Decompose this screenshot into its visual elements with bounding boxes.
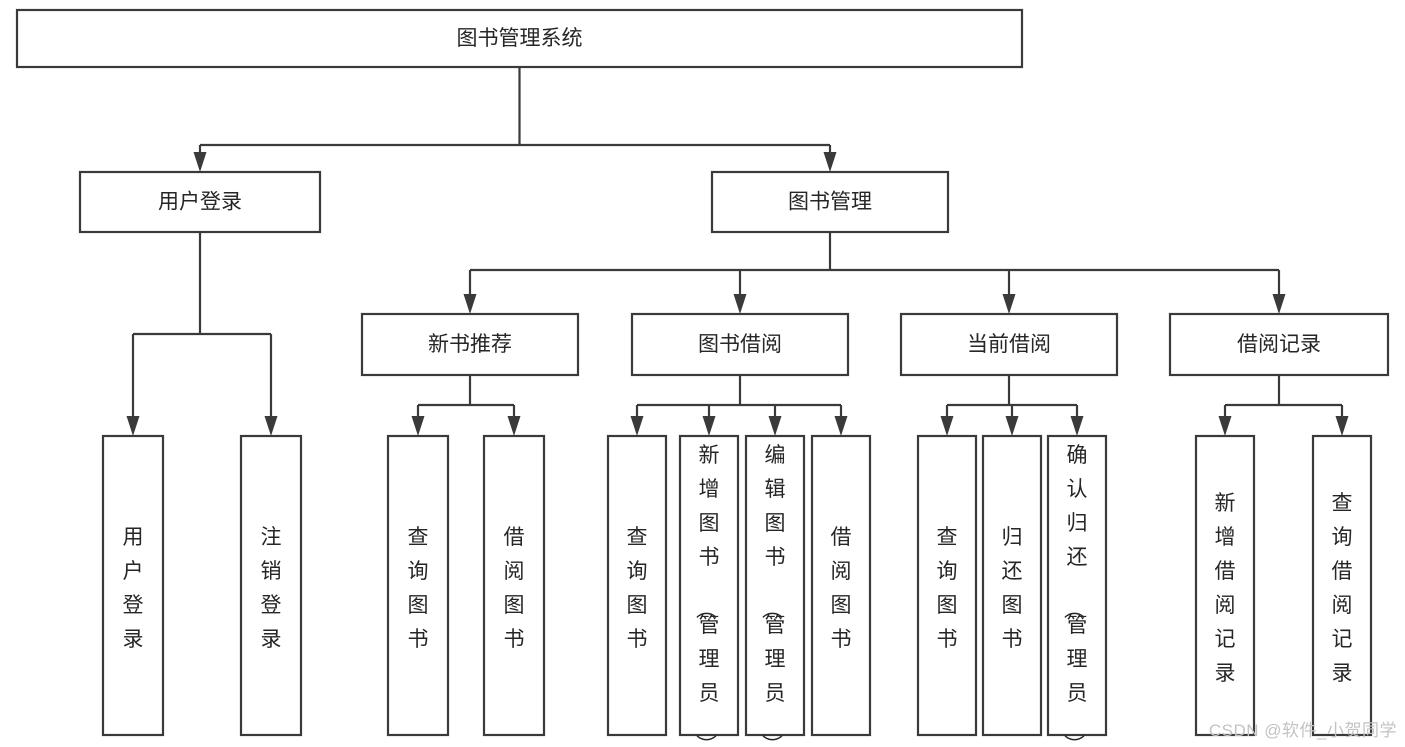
- node-box-newbook[interactable]: [360, 312, 580, 377]
- node-box-leaf-user-logout[interactable]: [239, 434, 303, 737]
- node-label-leaf-borrow-book: 借阅图书: [831, 526, 852, 651]
- watermark-label: CSDN @软件_小贺同学: [1208, 721, 1397, 740]
- node-root[interactable]: 图书管理系统: [15, 8, 1024, 69]
- node-box-root[interactable]: [15, 8, 1024, 69]
- node-label-root: 图书管理系统: [457, 27, 583, 50]
- node-label-leaf-borrow-book-new: 借阅图书: [504, 526, 525, 651]
- node-leaf-add-book[interactable]: 新增图书（管理员）: [678, 434, 740, 747]
- node-leaf-query-book-borrow[interactable]: 查询图书: [606, 434, 668, 737]
- edge-login-group: [126, 232, 278, 436]
- edge-root-group: [193, 67, 837, 172]
- node-box-leaf-borrow-book-new[interactable]: [482, 434, 546, 737]
- node-label-records: 借阅记录: [1237, 333, 1321, 356]
- node-box-borrow[interactable]: [630, 312, 850, 377]
- node-records[interactable]: 借阅记录: [1168, 312, 1390, 377]
- node-label-leaf-query-book-new: 查询图书: [408, 526, 429, 651]
- node-label-leaf-query-book-borrow: 查询图书: [627, 526, 648, 651]
- node-leaf-user-login[interactable]: 用户登录: [101, 434, 165, 737]
- node-label-login: 用户登录: [158, 191, 242, 214]
- node-box-leaf-return-book[interactable]: [981, 434, 1043, 737]
- node-label-leaf-query-record: 查询借阅记录: [1332, 492, 1353, 685]
- connectors-layer: [126, 67, 1349, 436]
- node-leaf-user-logout[interactable]: 注销登录: [239, 434, 303, 737]
- node-label-newbook: 新书推荐: [428, 333, 512, 356]
- node-box-leaf-query-book-current[interactable]: [916, 434, 978, 737]
- node-label-leaf-query-book-current: 查询图书: [937, 526, 958, 651]
- node-login[interactable]: 用户登录: [78, 170, 322, 234]
- edge-records-group: [1218, 375, 1349, 436]
- node-leaf-query-record[interactable]: 查询借阅记录: [1311, 434, 1373, 737]
- nodes-layer: 图书管理系统用户登录图书管理新书推荐图书借阅当前借阅借阅记录用户登录注销登录查询…: [15, 8, 1390, 747]
- node-leaf-return-book[interactable]: 归还图书: [981, 434, 1043, 737]
- node-borrow[interactable]: 图书借阅: [630, 312, 850, 377]
- node-label-leaf-add-record: 新增借阅记录: [1215, 492, 1236, 685]
- node-leaf-query-book-new[interactable]: 查询图书: [386, 434, 450, 737]
- node-newbook[interactable]: 新书推荐: [360, 312, 580, 377]
- node-box-current[interactable]: [899, 312, 1119, 377]
- node-box-bookmgmt[interactable]: [710, 170, 950, 234]
- node-box-login[interactable]: [78, 170, 322, 234]
- node-label-leaf-user-logout: 注销登录: [261, 526, 282, 651]
- node-label-current: 当前借阅: [967, 333, 1051, 356]
- node-box-leaf-borrow-book[interactable]: [810, 434, 872, 737]
- node-label-leaf-user-login: 用户登录: [123, 526, 144, 651]
- node-leaf-borrow-book[interactable]: 借阅图书: [810, 434, 872, 737]
- node-box-leaf-query-book-new[interactable]: [386, 434, 450, 737]
- node-leaf-confirm-return[interactable]: 确认归还（管理员）: [1046, 434, 1108, 747]
- node-leaf-edit-book[interactable]: 编辑图书（管理员）: [744, 434, 806, 747]
- node-label-bookmgmt: 图书管理: [788, 191, 872, 214]
- edge-current-group: [940, 375, 1084, 436]
- node-box-leaf-query-record[interactable]: [1311, 434, 1373, 737]
- edge-bookmgmt-group: [463, 232, 1286, 314]
- node-label-borrow: 图书借阅: [698, 333, 782, 356]
- node-box-leaf-query-book-borrow[interactable]: [606, 434, 668, 737]
- node-bookmgmt[interactable]: 图书管理: [710, 170, 950, 234]
- node-box-leaf-add-book[interactable]: [678, 434, 740, 737]
- node-leaf-query-book-current[interactable]: 查询图书: [916, 434, 978, 737]
- node-box-leaf-add-record[interactable]: [1194, 434, 1256, 737]
- node-box-leaf-confirm-return[interactable]: [1046, 434, 1108, 737]
- node-label-leaf-add-book: 新增图书（管理员）: [694, 444, 720, 747]
- edge-newbook-group: [411, 375, 521, 436]
- node-leaf-add-record[interactable]: 新增借阅记录: [1194, 434, 1256, 737]
- node-label-leaf-edit-book: 编辑图书（管理员）: [760, 444, 786, 747]
- node-box-leaf-edit-book[interactable]: [744, 434, 806, 737]
- node-box-leaf-user-login[interactable]: [101, 434, 165, 737]
- node-leaf-borrow-book-new[interactable]: 借阅图书: [482, 434, 546, 737]
- node-label-leaf-confirm-return: 确认归还（管理员）: [1062, 444, 1088, 747]
- edge-borrow-group: [630, 375, 848, 436]
- node-current[interactable]: 当前借阅: [899, 312, 1119, 377]
- node-box-records[interactable]: [1168, 312, 1390, 377]
- node-label-leaf-return-book: 归还图书: [1002, 526, 1023, 651]
